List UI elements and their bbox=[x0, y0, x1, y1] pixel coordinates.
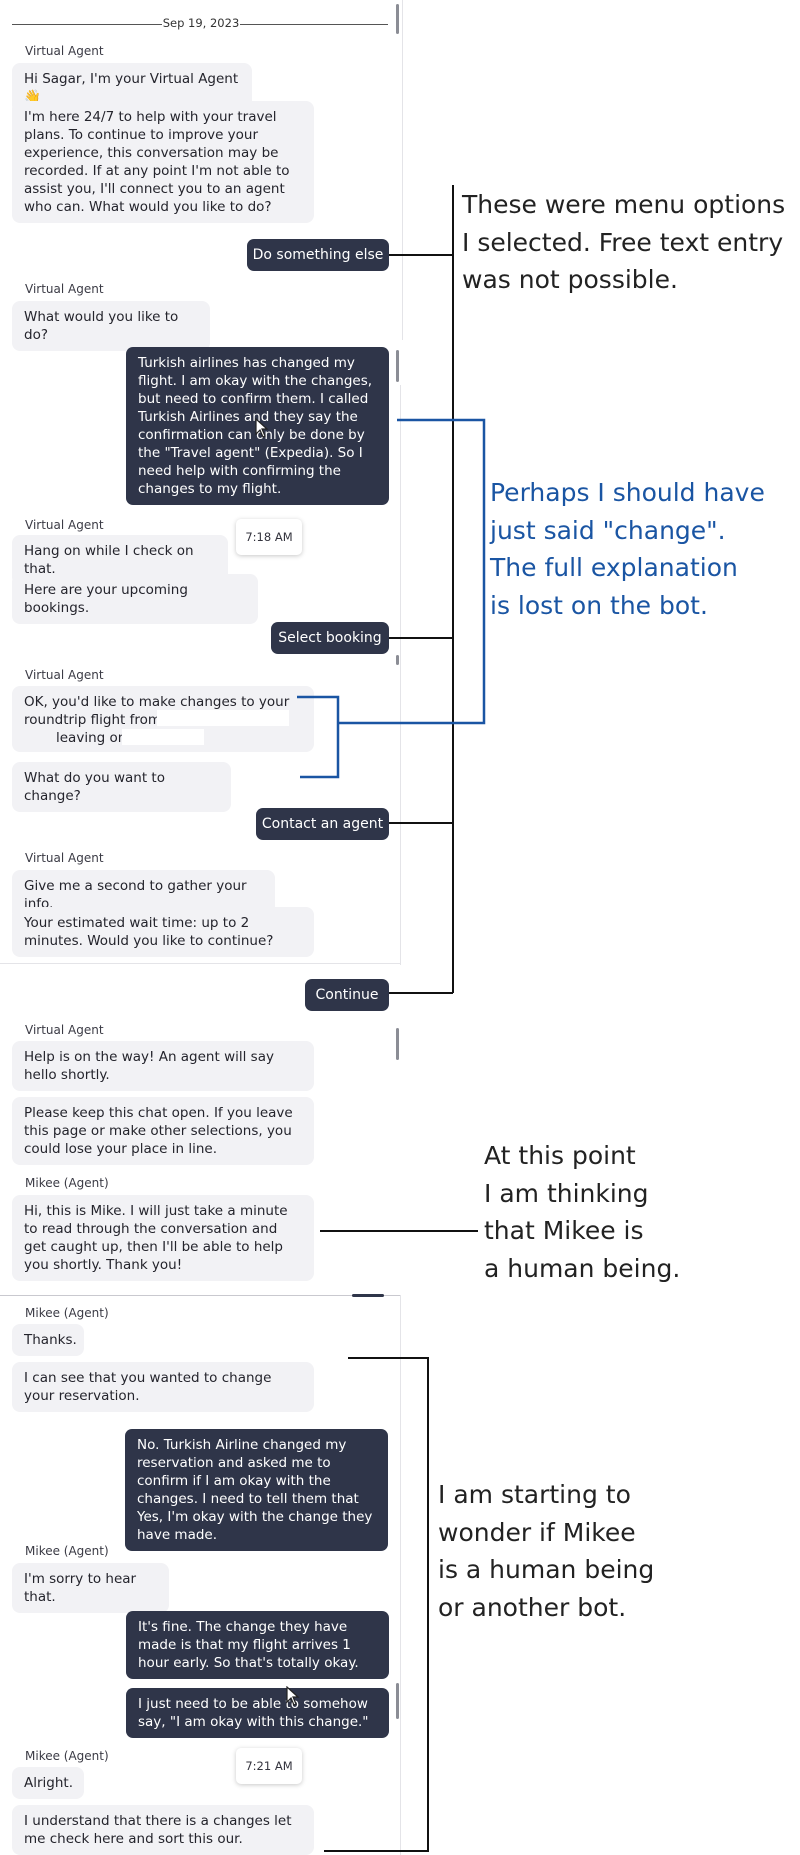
date-divider: Sep 19, 2023 bbox=[162, 16, 240, 30]
bot-message: Your estimated wait time: up to 2 minute… bbox=[12, 907, 314, 957]
sender-label: Virtual Agent bbox=[25, 518, 104, 532]
annotation-explanation-lost: Perhaps I should have just said "change"… bbox=[490, 478, 765, 620]
user-selection-select-booking: Select booking bbox=[271, 622, 389, 654]
agent-message: I'm sorry to hear that. bbox=[12, 1563, 169, 1613]
section-divider bbox=[0, 1295, 400, 1296]
scrollbar-thumb[interactable] bbox=[396, 1028, 399, 1060]
user-selection-continue: Continue bbox=[305, 979, 389, 1011]
bot-message: Please keep this chat open. If you leave… bbox=[12, 1097, 314, 1165]
agent-message: Alright. bbox=[12, 1767, 84, 1799]
section-divider bbox=[0, 963, 400, 964]
bot-message: Help is on the way! An agent will say he… bbox=[12, 1041, 314, 1091]
redacted-origin bbox=[157, 710, 289, 726]
bot-message: What would you like to do? bbox=[12, 301, 210, 351]
sender-label: Virtual Agent bbox=[25, 1023, 104, 1037]
bot-message: What do you want to change? bbox=[12, 762, 231, 812]
bot-message: Here are your upcoming bookings. bbox=[12, 574, 258, 624]
agent-message: I can see that you wanted to change your… bbox=[12, 1362, 314, 1412]
sender-label: Virtual Agent bbox=[25, 668, 104, 682]
booking-line-3: leaving on bbox=[56, 730, 127, 746]
booking-line-1: OK, you'd like to make changes to your bbox=[24, 694, 290, 710]
mouse-cursor-icon bbox=[286, 1686, 300, 1706]
scrollbar-thumb[interactable] bbox=[396, 350, 399, 382]
date-divider-line-left bbox=[12, 24, 162, 25]
mouse-cursor-icon bbox=[255, 418, 269, 438]
scrollbar-thumb[interactable] bbox=[396, 1683, 399, 1719]
chat-panel: Sep 19, 2023 Virtual Agent Hi Sagar, I'm… bbox=[0, 0, 403, 1855]
user-selection-do-something-else: Do something else bbox=[247, 239, 389, 271]
scroll-indicator bbox=[352, 1294, 384, 1297]
sender-label: Virtual Agent bbox=[25, 282, 104, 296]
annotation-menu-options: These were menu options I selected. Free… bbox=[462, 190, 786, 294]
bot-message: I'm here 24/7 to help with your travel p… bbox=[12, 101, 314, 223]
user-message: I just need to be able to somehow say, "… bbox=[126, 1688, 389, 1738]
agent-message: Hi, this is Mike. I will just take a min… bbox=[12, 1195, 314, 1281]
panel-edge bbox=[400, 1295, 401, 1855]
bot-doubt-bracket bbox=[324, 1357, 429, 1852]
panel-edge bbox=[402, 0, 403, 340]
panel-edge bbox=[400, 385, 401, 965]
explanation-bracket bbox=[297, 418, 486, 779]
timestamp-tooltip: 7:21 AM bbox=[236, 1748, 302, 1784]
scrollbar-thumb[interactable] bbox=[396, 4, 399, 34]
user-message: It's fine. The change they have made is … bbox=[126, 1611, 389, 1679]
sender-label: Mikee (Agent) bbox=[25, 1749, 109, 1763]
sender-label: Mikee (Agent) bbox=[25, 1544, 109, 1558]
agent-message: Thanks. bbox=[12, 1324, 84, 1356]
sender-label: Virtual Agent bbox=[25, 44, 104, 58]
sender-label: Mikee (Agent) bbox=[25, 1306, 109, 1320]
annotation-bot-doubt: I am starting to wonder if Mikee is a hu… bbox=[438, 1480, 655, 1622]
annotation-human-thought: At this point I am thinking that Mikee i… bbox=[484, 1141, 681, 1283]
agent-message: I understand that there is a changes let… bbox=[12, 1805, 314, 1855]
booking-line-2: roundtrip flight from bbox=[24, 712, 162, 728]
user-message: No. Turkish Airline changed my reservati… bbox=[125, 1429, 388, 1551]
sender-label: Mikee (Agent) bbox=[25, 1176, 109, 1190]
redacted-date bbox=[122, 729, 204, 745]
timestamp-tooltip: 7:18 AM bbox=[236, 519, 302, 555]
sender-label: Virtual Agent bbox=[25, 851, 104, 865]
menu-options-bracket bbox=[389, 185, 454, 994]
date-divider-line-right bbox=[240, 24, 388, 25]
user-selection-contact-agent: Contact an agent bbox=[256, 808, 389, 840]
scrollbar-thumb[interactable] bbox=[396, 655, 399, 665]
